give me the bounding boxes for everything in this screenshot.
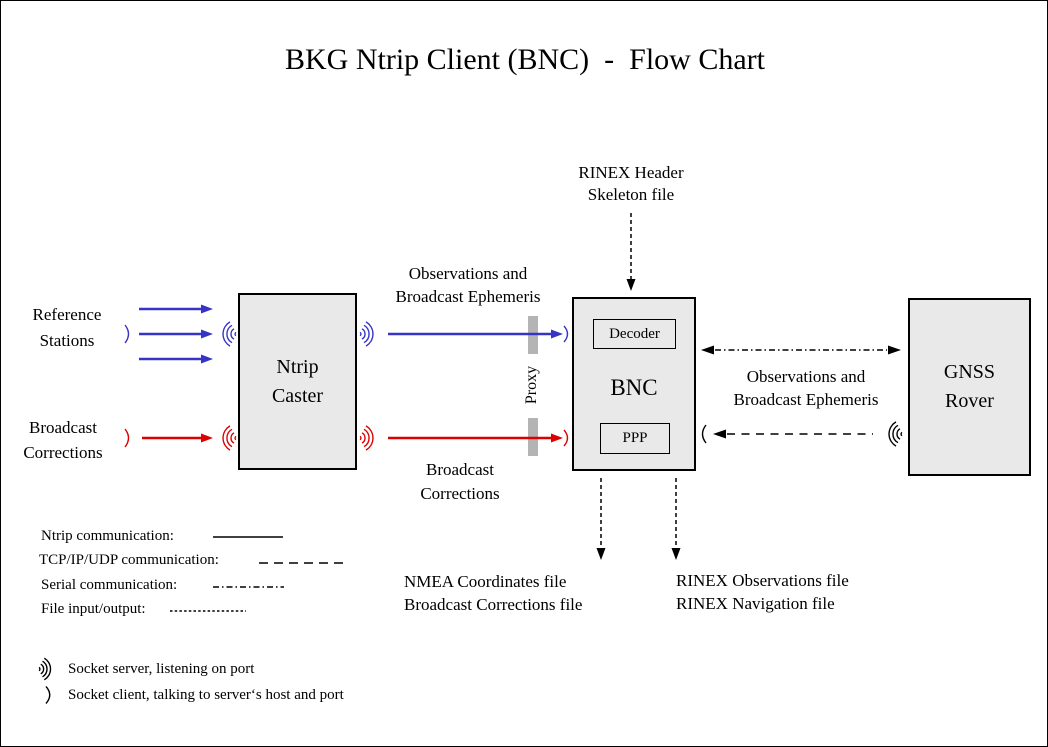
correction-red-arrowheads bbox=[201, 433, 563, 443]
legend-ntrip-communication: Ntrip communication: bbox=[41, 528, 174, 544]
socket-server-icon bbox=[222, 321, 237, 347]
socket-client-icon bbox=[563, 325, 569, 343]
label-observations-ephemeris-bnc-rover: Observations and Broadcast Ephemeris bbox=[733, 367, 879, 409]
label-nmea-output-files: NMEA Coordinates file Broadcast Correcti… bbox=[404, 572, 583, 614]
socket-server-icon bbox=[38, 657, 52, 681]
ntrip-caster-label: Ntrip Caster bbox=[271, 355, 324, 407]
label-observations-ephemeris-caster-bnc: Observations and Broadcast Ephemeris bbox=[395, 264, 541, 306]
legend-line-samples bbox=[170, 536, 343, 612]
legend-socket-server: Socket server, listening on port bbox=[68, 661, 255, 677]
gnss-rover-label: GNSS Rover bbox=[943, 361, 996, 412]
ntrip-blue-arrows bbox=[139, 307, 551, 361]
black-arrowheads bbox=[596, 279, 901, 560]
legend-serial-communication: Serial communication: bbox=[41, 577, 178, 593]
legend-socket-client: Socket client, talking to server‘s host … bbox=[68, 687, 344, 703]
legend-socket-icons bbox=[38, 657, 52, 704]
black-socket-icons bbox=[701, 421, 903, 447]
blue-socket-icons bbox=[124, 321, 569, 347]
socket-client-icon bbox=[701, 424, 707, 444]
node-gnss-rover: GNSS Rover bbox=[908, 298, 1031, 476]
socket-client-icon bbox=[124, 324, 130, 344]
socket-server-icon bbox=[359, 425, 374, 451]
socket-client-icon bbox=[563, 429, 569, 447]
label-reference-stations: Reference Stations bbox=[32, 305, 102, 350]
label-broadcast-corrections-input: Broadcast Corrections bbox=[23, 418, 103, 462]
ppp-label: PPP bbox=[622, 430, 648, 446]
node-ntrip-caster: Ntrip Caster bbox=[238, 293, 357, 470]
node-bnc: Decoder BNC PPP bbox=[572, 297, 696, 471]
node-decoder: Decoder bbox=[593, 319, 676, 349]
black-arrows bbox=[600, 213, 887, 548]
label-proxy: Proxy bbox=[523, 365, 540, 405]
socket-client-icon bbox=[124, 428, 130, 448]
bnc-label: BNC bbox=[610, 375, 658, 400]
socket-server-icon bbox=[359, 321, 374, 347]
label-rinex-output-files: RINEX Observations file RINEX Navigation… bbox=[676, 571, 849, 613]
socket-server-icon bbox=[222, 425, 237, 451]
decoder-label: Decoder bbox=[609, 326, 660, 342]
legend-file-input-output: File input/output: bbox=[41, 601, 146, 617]
node-ppp: PPP bbox=[600, 423, 670, 454]
page-title: BKG Ntrip Client (BNC) - Flow Chart bbox=[285, 43, 765, 76]
label-rinex-header-skeleton: RINEX Header Skeleton file bbox=[578, 163, 684, 204]
legend-tcp-ip-udp-communication: TCP/IP/UDP communication: bbox=[39, 552, 219, 568]
socket-server-icon bbox=[888, 421, 903, 447]
socket-client-icon bbox=[45, 686, 51, 704]
label-broadcast-corrections-caster-bnc: Broadcast Corrections bbox=[420, 460, 500, 503]
ntrip-blue-arrowheads bbox=[201, 304, 563, 364]
red-socket-icons bbox=[124, 425, 569, 451]
